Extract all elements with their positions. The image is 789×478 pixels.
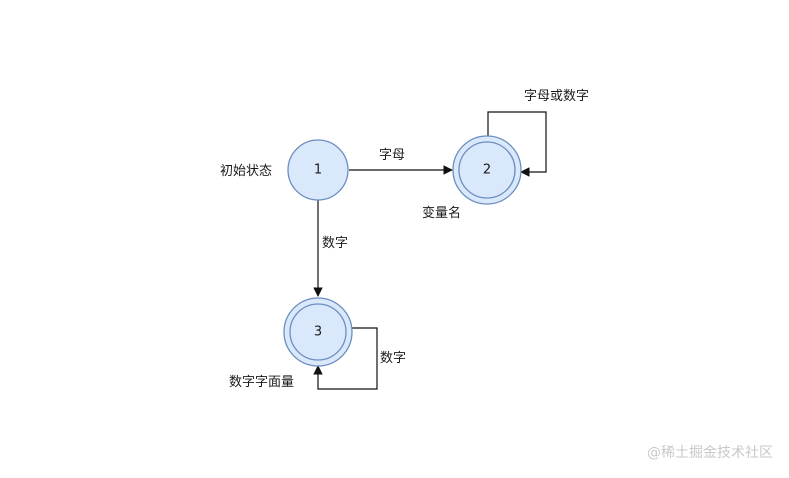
transition-1-to-3-label: 数字	[322, 236, 348, 251]
transition-1-to-2-label: 字母	[379, 148, 405, 163]
self-loop-3	[313, 327, 378, 390]
state-3-number: 3	[314, 325, 322, 340]
state-3: 3	[283, 297, 353, 367]
self-loop-2	[487, 111, 547, 177]
state-2: 2	[452, 135, 522, 205]
self-loop-2-label: 字母或数字	[524, 89, 589, 104]
watermark: @稀土掘金技术社区	[647, 445, 773, 461]
state-3-name: 数字字面量	[229, 375, 294, 390]
state-2-name: 变量名	[422, 205, 461, 221]
state-1: 1	[287, 139, 349, 201]
state-2-number: 2	[483, 163, 491, 178]
state-1-name: 初始状态	[220, 164, 272, 179]
state-1-number: 1	[314, 163, 322, 178]
self-loop-3-label: 数字	[380, 351, 406, 366]
